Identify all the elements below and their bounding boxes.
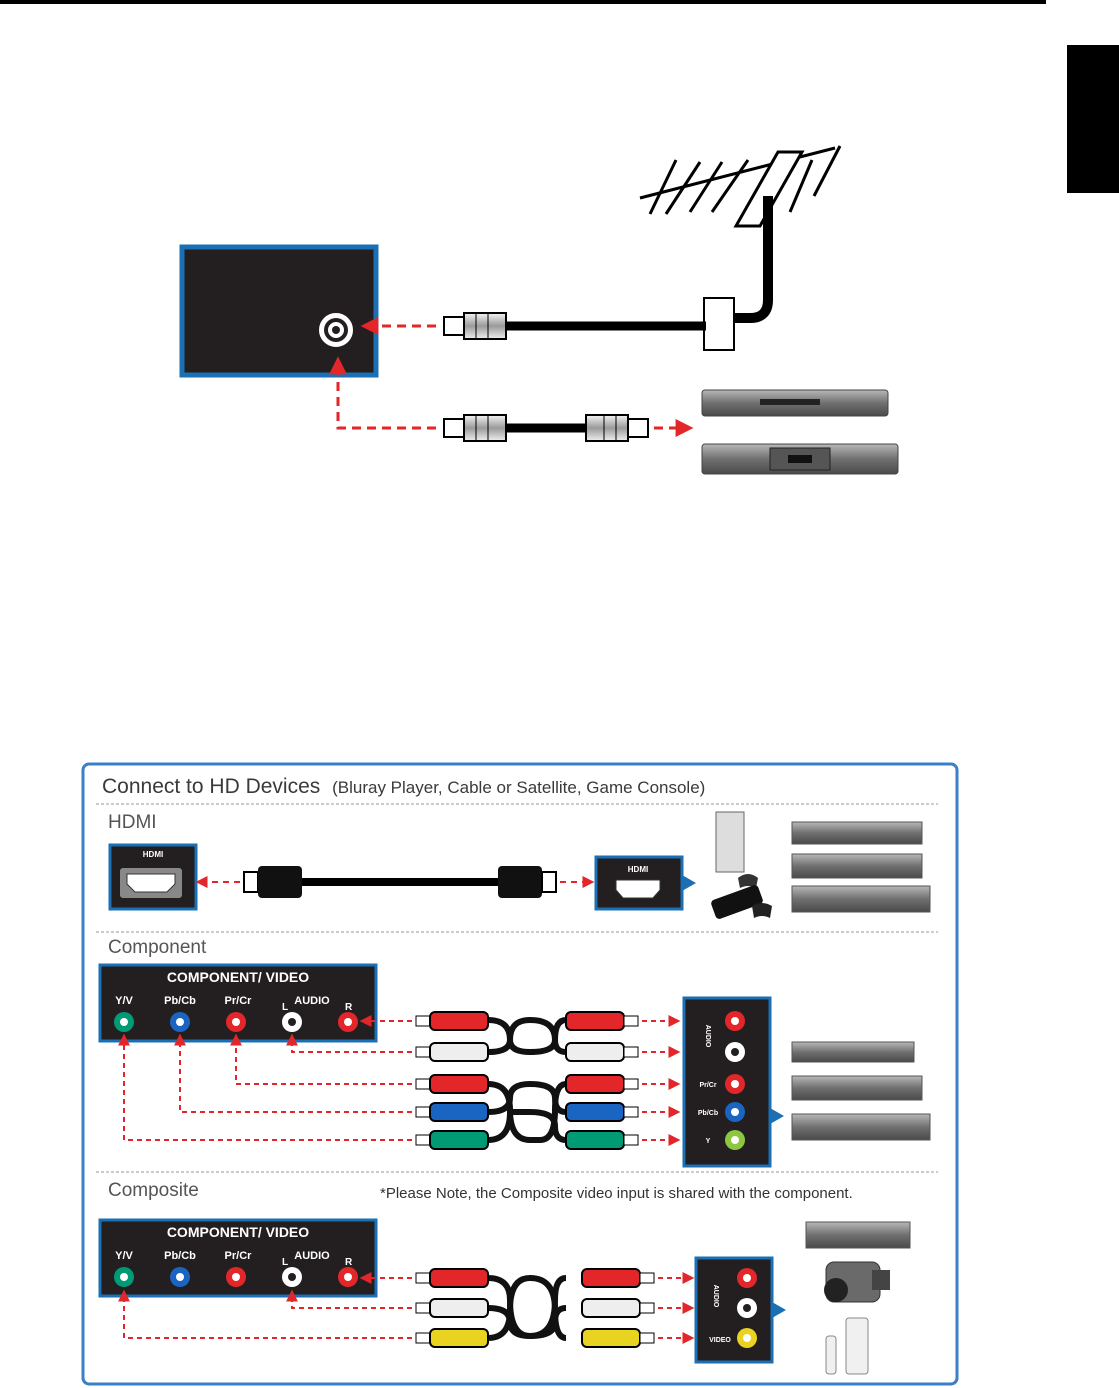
rca-plugs-left [415,1011,489,1150]
antenna-section [179,145,899,475]
composite-panel-device: AUDIO VIDEO [694,1256,786,1364]
component-panel-tv: COMPONENT/ VIDEO Y/V Pb/Cb Pr/Cr AUDIO L… [98,963,378,1043]
hdmi-port-device: HDMI [594,855,696,911]
svg-text:Pr/Cr: Pr/Cr [225,995,253,1007]
hdmi-port-label: HDMI [143,850,163,859]
satellite-box-icon [791,885,931,913]
receiver-icon [701,443,899,475]
rca-plugs-composite-left [415,1268,489,1348]
wall-plate [703,297,735,351]
svg-text:Pr/Cr: Pr/Cr [699,1082,716,1089]
svg-text:Y/V: Y/V [115,1250,133,1262]
svg-text:L: L [282,1257,288,1268]
svg-text:AUDIO: AUDIO [294,1250,330,1262]
camcorder-icon [824,1261,890,1303]
panel-subtitle: (Bluray Player, Cable or Satellite, Game… [332,778,705,797]
svg-text:R: R [345,1257,353,1268]
component-panel-device: AUDIO Pr/Cr Pb/Cb Y [682,996,784,1168]
cable-box-icon [791,853,923,879]
set-top-box-icon [701,389,889,417]
svg-text:AUDIO: AUDIO [294,995,330,1007]
rca-plugs-right [565,1011,639,1150]
component-arrows [118,1015,681,1146]
svg-text:AUDIO: AUDIO [704,1025,711,1048]
svg-text:Connect to HD Devices (B: Connect to HD Devices (Bluray Player, Ca… [102,775,705,798]
svg-text:Pb/Cb: Pb/Cb [164,995,196,1007]
svg-text:Pr/Cr: Pr/Cr [225,1250,253,1262]
svg-text:Y/V: Y/V [115,995,133,1007]
antenna-jack [317,311,355,349]
bluray-player-icon [791,1041,915,1063]
svg-text:AUDIO: AUDIO [712,1285,719,1308]
comp-header: COMPONENT/ VIDEO [167,969,309,985]
section-hdmi: HDMI [108,812,157,833]
svg-text:Y: Y [706,1138,711,1145]
device-hdmi-label: HDMI [628,865,648,874]
svg-text:COMPONENT/ VIDEO: COMPONENT/ VIDEO [167,1224,309,1240]
satellite-box-icon [791,1113,931,1141]
composite-panel-tv: COMPONENT/ VIDEO Y/V Pb/Cb Pr/Cr AUDIO L… [98,1218,378,1298]
bluray-player-icon [791,821,923,845]
composite-cables [487,1274,567,1341]
antenna-icon [639,145,842,323]
section-composite: Composite [108,1180,199,1201]
vcr-icon [805,1221,911,1249]
component-cables [487,1016,567,1143]
wii-console-icon [825,1317,869,1375]
section-component: Component [108,937,207,958]
svg-text:VIDEO: VIDEO [709,1337,731,1344]
svg-text:R: R [345,1002,353,1013]
cable-box-icon [791,1075,923,1101]
svg-text:L: L [282,1002,288,1013]
svg-text:Pb/Cb: Pb/Cb [164,1250,196,1262]
hdmi-port-tv: HDMI [108,843,198,911]
composite-note: *Please Note, the Composite video input … [380,1185,853,1202]
hdmi-plug [498,866,557,898]
coax-plug [443,414,507,442]
rca-plugs-composite-right [581,1268,655,1348]
hdmi-plug [243,866,302,898]
hd-devices-panel: Connect to HD Devices (Bluray Player, Ca… [81,762,959,1386]
top-rule [0,0,1046,4]
tv-rear-panel [179,244,379,378]
panel-title: Connect to HD Devices [102,775,320,798]
coax-plug [585,414,649,442]
coax-plug [443,312,507,340]
side-tab [1067,45,1119,193]
svg-text:Pb/Cb: Pb/Cb [698,1110,718,1117]
composite-arrows [118,1272,695,1344]
game-console-icon [711,811,772,919]
